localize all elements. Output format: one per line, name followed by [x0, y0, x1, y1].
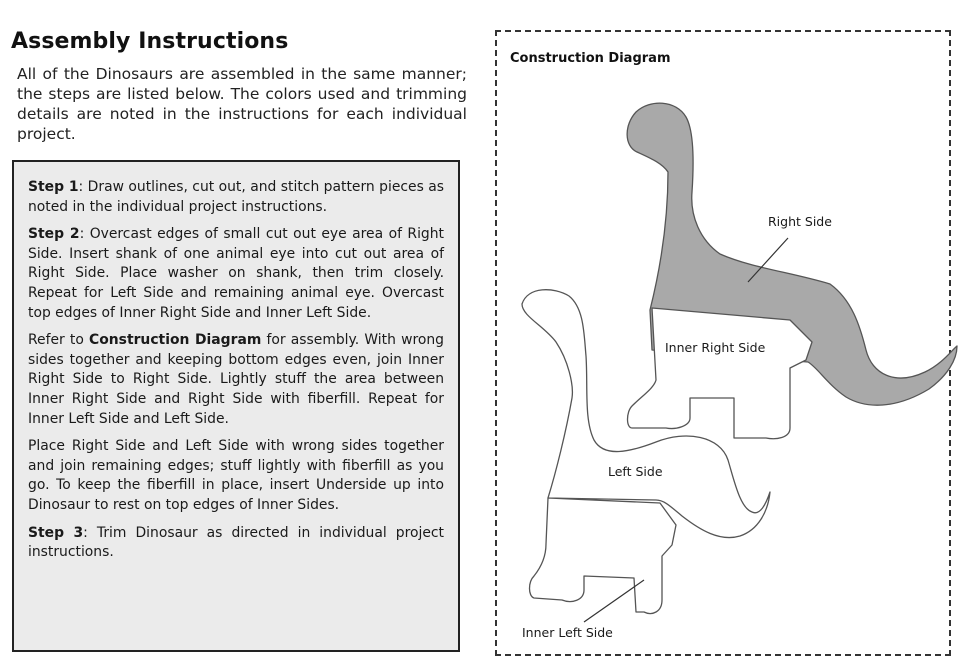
left-side-label: Left Side — [608, 464, 663, 479]
right-side-leader — [747, 237, 789, 283]
inner-left-side-label: Inner Left Side — [522, 625, 613, 640]
step-2: Step 2: Overcast edges of small cut out … — [28, 225, 444, 323]
place-paragraph: Place Right Side and Left Side with wron… — [28, 438, 444, 513]
step-2-label: Step 2 — [28, 226, 80, 243]
left-side-piece — [521, 289, 771, 539]
refer-text: for assembly. With wrong sides together … — [28, 332, 444, 427]
inner-left-side-leader — [583, 579, 645, 623]
inner-left-side-piece — [528, 497, 677, 615]
intro-paragraph: All of the Dinosaurs are assembled in th… — [17, 65, 467, 143]
refer-prefix: Refer to — [28, 332, 90, 349]
inner-right-side-label: Inner Right Side — [665, 340, 766, 355]
steps-text: Step 1: Draw outlines, cut out, and stit… — [28, 178, 444, 571]
step-1-text: : Draw outlines, cut out, and stitch pat… — [28, 179, 444, 215]
step-1-label: Step 1 — [28, 179, 79, 195]
diagram-title: Construction Diagram — [510, 51, 671, 66]
right-side-label: Right Side — [768, 214, 832, 229]
step-2-text: : Overcast edges of small cut out eye ar… — [28, 226, 445, 321]
refer-paragraph: Refer to Construction Diagram for assemb… — [28, 331, 444, 429]
step-3-label: Step 3 — [28, 524, 84, 541]
construction-diagram-frame — [495, 30, 951, 656]
step-1: Step 1: Draw outlines, cut out, and stit… — [28, 178, 444, 217]
step-3-text: : Trim Dinosaur as directed in individua… — [28, 524, 444, 561]
inner-right-side-piece — [626, 307, 813, 440]
step-3: Step 3: Trim Dinosaur as directed in ind… — [28, 524, 444, 563]
refer-bold: Construction Diagram — [89, 332, 262, 349]
page-title: Assembly Instructions — [11, 29, 289, 54]
steps-box — [12, 160, 460, 652]
